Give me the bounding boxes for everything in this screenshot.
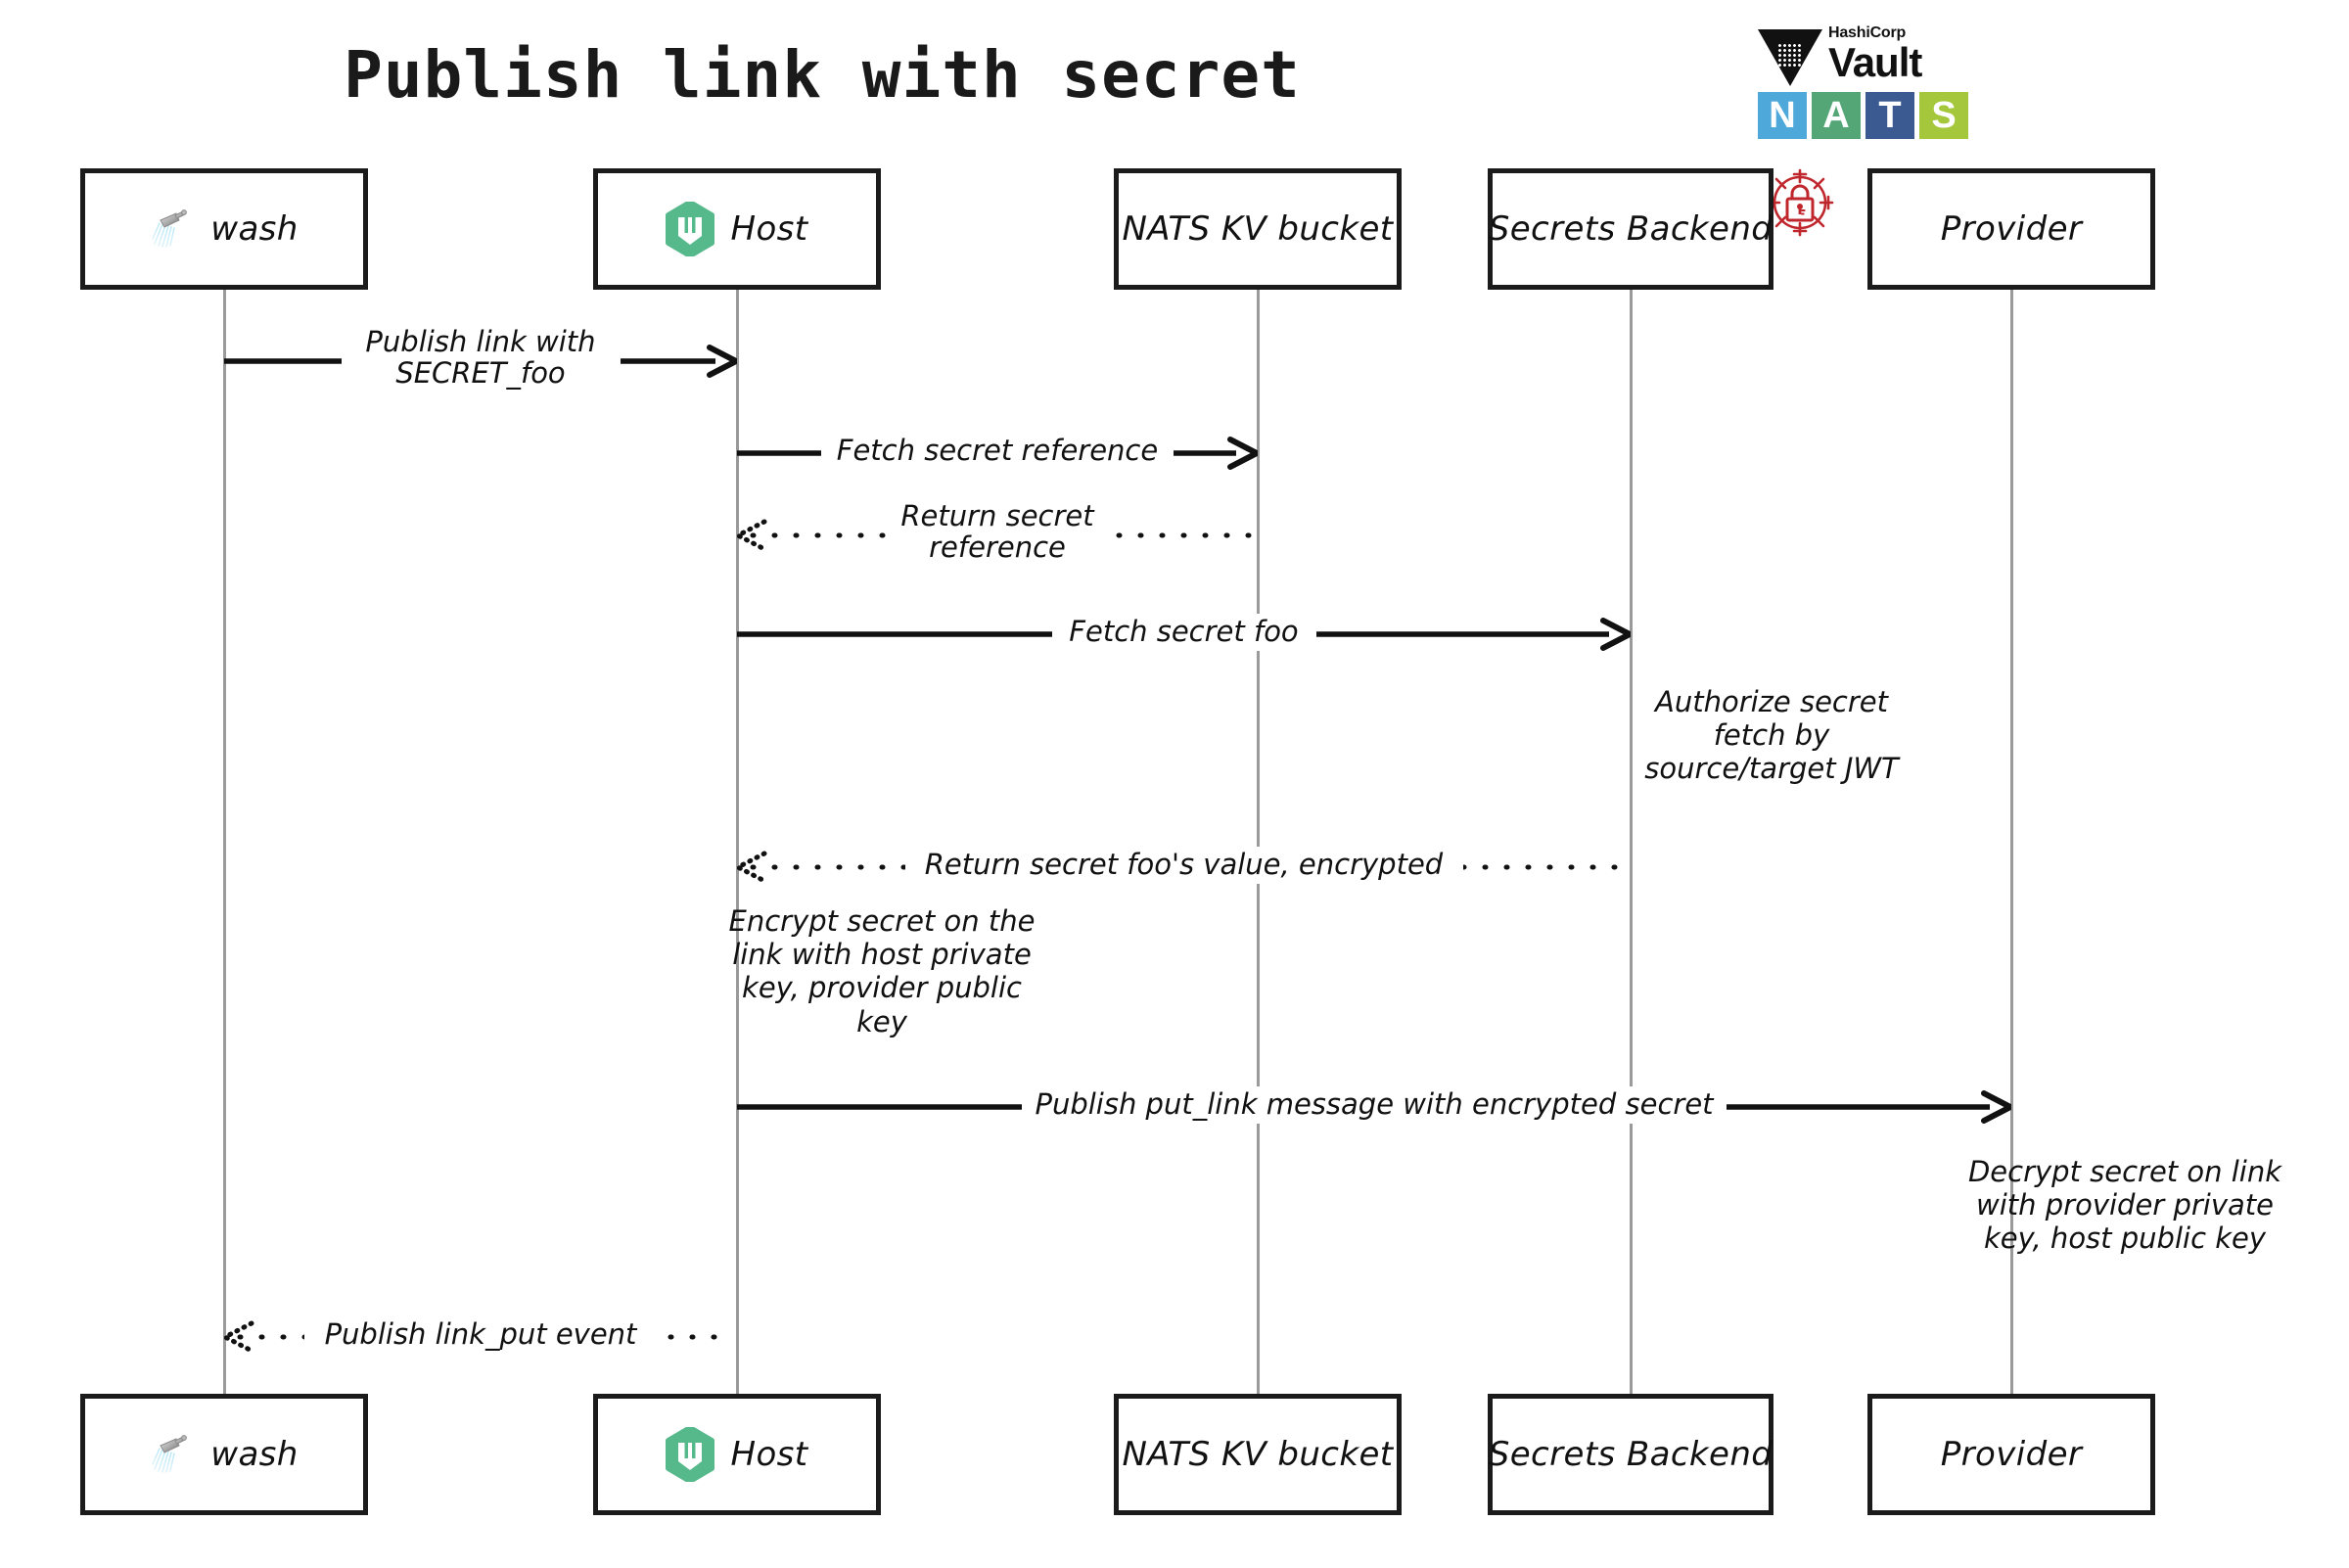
participant-box-secrets-bottom[interactable]: Secrets Backend [1488, 1394, 1773, 1515]
participant-box-natskv-top[interactable]: NATS KV bucket [1114, 168, 1402, 290]
participant-box-natskv-bottom[interactable]: NATS KV bucket [1114, 1394, 1402, 1515]
nats-letter-a: A [1812, 92, 1861, 139]
note-authorize-secret-fetch: Authorize secret fetch by source/target … [1644, 685, 1899, 786]
label-backdrop [821, 433, 1174, 470]
shower-emoji-icon [150, 1432, 195, 1477]
participant-label-host: Host [730, 1435, 808, 1474]
lifeline-natskv [1257, 290, 1260, 1394]
page-title: Publish link with secret [344, 37, 1301, 113]
label-backdrop [1051, 614, 1316, 651]
note-decrypt-secret-on-link: Decrypt secret on link with provider pri… [1967, 1155, 2282, 1256]
participant-label-provider: Provider [1940, 1435, 2083, 1474]
vault-vendor-label: HashiCorp [1828, 24, 1907, 41]
participant-label-natskv: NATS KV bucket [1122, 1435, 1394, 1474]
participant-label-provider: Provider [1940, 209, 2083, 249]
vault-product-label: Vault [1828, 39, 1922, 85]
lifeline-provider [2010, 290, 2013, 1394]
participant-label-secrets: Secrets Backend [1488, 209, 1773, 249]
label-backdrop [304, 1316, 657, 1354]
lifeline-wash [223, 290, 226, 1394]
participant-box-secrets-top[interactable]: Secrets Backend [1488, 168, 1773, 290]
wasmcloud-hexagon-icon [666, 202, 715, 256]
vault-wordmark: HashiCorp Vault [1828, 24, 1922, 85]
participant-label-natskv: NATS KV bucket [1122, 209, 1394, 249]
hashicorp-vault-logo: HashiCorp Vault [1758, 25, 1983, 86]
shower-emoji-icon [150, 207, 195, 252]
arrow-line-icon [737, 851, 1631, 884]
participant-label-host: Host [730, 209, 808, 249]
nats-letter-s: S [1919, 92, 1968, 139]
participant-label-wash: wash [210, 1435, 299, 1474]
participant-box-wash-bottom[interactable]: wash [80, 1394, 368, 1515]
label-backdrop [341, 324, 621, 394]
lifeline-secrets [1630, 290, 1633, 1394]
participant-box-host-top[interactable]: Host [593, 168, 881, 290]
label-backdrop [904, 847, 1463, 884]
logo-cluster: HashiCorp Vault N A T S [1758, 25, 1993, 251]
arrow-line-icon [224, 1320, 737, 1354]
nats-letter-n: N [1758, 92, 1807, 139]
label-backdrop [1022, 1086, 1727, 1124]
participant-box-provider-top[interactable]: Provider [1867, 168, 2155, 290]
participant-label-secrets: Secrets Backend [1488, 1435, 1773, 1474]
note-encrypt-secret-on-link: Encrypt secret on the link with host pri… [728, 904, 1036, 1038]
arrow-line-icon [737, 519, 1258, 552]
wasmcloud-hexagon-icon [666, 1427, 715, 1482]
lifeline-host [736, 290, 739, 1394]
participant-label-wash: wash [210, 209, 299, 249]
participant-box-host-bottom[interactable]: Host [593, 1394, 881, 1515]
nats-logo: N A T S [1758, 92, 1968, 139]
participant-box-wash-top[interactable]: wash [80, 168, 368, 290]
participant-box-provider-bottom[interactable]: Provider [1867, 1394, 2155, 1515]
label-backdrop [887, 498, 1108, 569]
vault-dots-icon [1777, 43, 1803, 67]
nats-letter-t: T [1865, 92, 1914, 139]
